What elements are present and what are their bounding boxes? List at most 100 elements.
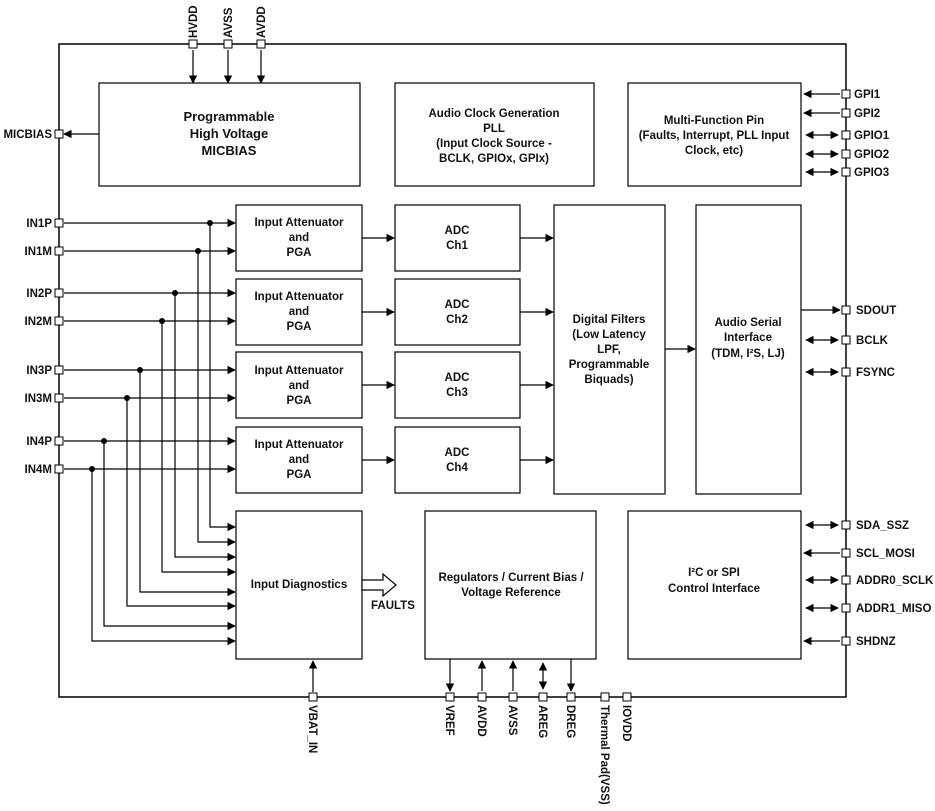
pin-bclk-label: BCLK <box>856 335 889 347</box>
pin-vbat-in-label: VBAT_IN <box>306 705 318 753</box>
adc-block-1 <box>394 204 521 272</box>
micbias-block <box>98 82 361 187</box>
pin-sdout-marker <box>841 305 851 315</box>
pin-thermal-pad-label: Thermal Pad(VSS) <box>598 705 610 805</box>
attenuator-3-line-3: PGA <box>287 395 312 407</box>
control-interface-block <box>627 510 802 660</box>
pin-gpio3-marker <box>841 167 851 177</box>
pin-addr0-sclk-label: ADDR0_SCLK <box>856 575 934 587</box>
pin-fsync-label: FSYNC <box>856 367 895 379</box>
faults-label: FAULTS <box>371 600 415 612</box>
pin-addr1-miso-label: ADDR1_MISO <box>856 603 931 615</box>
filters-line-5: Biquads) <box>584 374 633 386</box>
adc-block-2 <box>394 278 521 346</box>
asi-block <box>695 204 802 495</box>
input-diagnostics-block <box>235 510 363 660</box>
pin-avdd-bottom-label: AVDD <box>475 705 487 737</box>
clock-line-3: (Input Clock Source - <box>436 138 552 150</box>
attenuator-block-1 <box>235 204 363 272</box>
attenuator-3-line-2: and <box>289 380 309 392</box>
pin-gpi2-marker <box>841 108 851 118</box>
clock-line-1: Audio Clock Generation <box>429 108 560 120</box>
pin-in1p-label: IN1P <box>26 218 52 230</box>
pin-gpio2-label: GPIO2 <box>854 149 889 161</box>
attenuator-block-4 <box>235 426 363 494</box>
pin-dreg-marker <box>566 692 576 702</box>
pin-shdnz-label: SHDNZ <box>856 636 896 648</box>
attenuator-1-line-1: Input Attenuator <box>254 217 344 229</box>
top-pins <box>188 50 266 84</box>
adc-2-line-1: ADC <box>445 299 470 311</box>
adc-block-4 <box>394 426 521 494</box>
control-line-1: I²C or SPI <box>688 567 740 579</box>
pin-gpi1-marker <box>841 89 851 99</box>
micbias-line-1: Programmable <box>183 109 274 124</box>
pin-gpio1-label: GPIO1 <box>854 130 890 142</box>
adc-4-line-2: Ch4 <box>446 462 468 474</box>
pin-avss-bottom-label: AVSS <box>506 705 518 736</box>
pin-addr1-miso-marker <box>841 603 851 613</box>
mfp-block <box>627 82 802 187</box>
filters-line-3: LPF, <box>597 344 621 356</box>
pin-in3m-label: IN3M <box>25 393 52 405</box>
pin-bclk-marker <box>841 335 851 345</box>
adc-block-3 <box>394 351 521 419</box>
pin-hvdd-marker <box>188 39 198 49</box>
adc-3-line-2: Ch3 <box>446 387 468 399</box>
asi-line-3: (TDM, I²S, LJ) <box>711 348 785 360</box>
pin-gpi1-label: GPI1 <box>854 89 881 101</box>
micbias-line-2: High Voltage <box>190 126 268 141</box>
pin-in2m-marker <box>54 316 64 326</box>
faults-arrow-icon <box>361 572 397 598</box>
junction-dots <box>89 220 213 472</box>
pin-iovdd-label: IOVDD <box>620 705 632 741</box>
asi-line-2: Interface <box>724 332 772 344</box>
asi-line-1: Audio Serial <box>714 317 781 329</box>
pin-in2m-label: IN2M <box>25 316 52 328</box>
pin-gpi2-label: GPI2 <box>854 108 880 120</box>
pin-avss-label: AVSS <box>223 7 235 38</box>
control-line-2: Control Interface <box>668 583 760 595</box>
attenuator-2-line-2: and <box>289 306 309 318</box>
pin-gpio2-marker <box>841 149 851 159</box>
adc-1-line-1: ADC <box>445 225 470 237</box>
attenuator-1-line-3: PGA <box>287 247 312 259</box>
pin-in1m-label: IN1M <box>25 246 52 258</box>
pin-vref-label: VREF <box>443 705 455 736</box>
attenuator-block-2 <box>235 278 363 346</box>
pin-scl-mosi-marker <box>841 548 851 558</box>
pin-micbias-label: MICBIAS <box>3 129 52 141</box>
pin-gpio3-label: GPIO3 <box>854 167 889 179</box>
pin-thermal-pad-marker <box>600 692 610 702</box>
pin-avdd-bottom-marker <box>477 692 487 702</box>
adc-1-line-2: Ch1 <box>446 240 468 252</box>
regulators-block <box>424 510 597 660</box>
attenuator-2-line-3: PGA <box>287 321 312 333</box>
attenuator-2-line-1: Input Attenuator <box>254 291 344 303</box>
pin-addr0-sclk-marker <box>841 575 851 585</box>
clock-line-2: PLL <box>483 123 505 135</box>
pin-avdd-label: AVDD <box>256 6 268 38</box>
pin-in2p-marker <box>54 288 64 298</box>
adc-3-line-1: ADC <box>445 372 470 384</box>
pin-sdout-label: SDOUT <box>856 305 896 317</box>
pin-hvdd-label: HVDD <box>188 5 200 38</box>
filters-line-4: Programmable <box>569 359 650 371</box>
pin-in4m-label: IN4M <box>25 464 52 476</box>
pin-fsync-marker <box>841 367 851 377</box>
pin-in3p-marker <box>54 365 64 375</box>
attenuator-3-line-1: Input Attenuator <box>254 365 344 377</box>
pin-in4p-marker <box>54 436 64 446</box>
adc-4-line-1: ADC <box>445 447 470 459</box>
pin-in1p-marker <box>54 218 64 228</box>
mfp-line-1: Multi-Function Pin <box>664 115 764 127</box>
attenuator-block-3 <box>235 351 363 419</box>
pin-micbias-marker <box>54 129 64 139</box>
pin-in4m-marker <box>54 464 64 474</box>
pin-in3p-label: IN3P <box>26 365 52 377</box>
input-wiring <box>64 218 236 646</box>
pin-avss-bottom-marker <box>508 692 518 702</box>
attenuator-4-line-2: and <box>289 454 309 466</box>
pin-in3m-marker <box>54 393 64 403</box>
pin-avss-marker <box>223 39 233 49</box>
